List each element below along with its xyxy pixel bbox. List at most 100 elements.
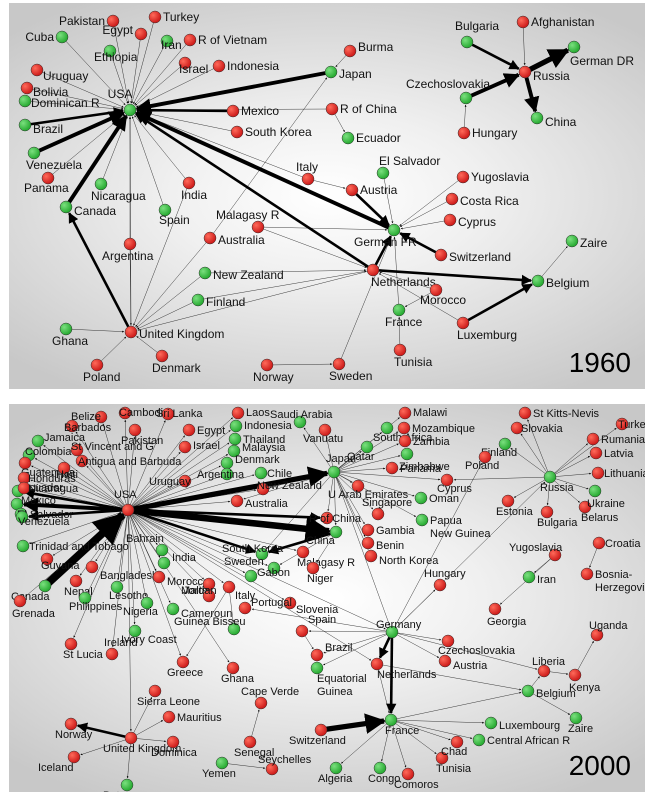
edge-Pakistan-USA (112, 20, 130, 104)
node-Greece: Greece (167, 655, 203, 679)
edge-GermanFR-USA (134, 111, 395, 232)
node-label: Ireland (104, 637, 138, 649)
edge-USA-Cambodia (124, 419, 129, 511)
node-label: Tunisia (394, 355, 433, 369)
node-label: Liberia (532, 656, 566, 668)
node-Georgia: Georgia (487, 602, 527, 628)
node-label: Bahrain (126, 533, 164, 545)
node-label: Australia (218, 233, 265, 247)
node-MalagasyR: Malagasy R (216, 208, 280, 234)
edge-USA-Pakistan (127, 436, 136, 511)
edge-Netherlands-Belgium (372, 268, 533, 286)
edge-Japan-Oman (333, 471, 415, 497)
node-Australia: Australia (230, 494, 289, 510)
edge-USA-Philippines (87, 509, 129, 592)
node-label: Philippines (69, 601, 123, 613)
node-Benin: Benin (361, 536, 404, 552)
node-GermanFR: German FR (354, 223, 417, 249)
green-node-marker (228, 432, 242, 446)
node-Liberia: Liberia (532, 656, 566, 678)
edge-Germany-Russia (391, 481, 546, 633)
node-label: R of Vietnam (198, 33, 267, 47)
node-Poland: Poland (465, 450, 499, 472)
node-ElSalvador: El Salvador (376, 154, 440, 180)
node-Cambodia: Cambodia (118, 406, 170, 420)
red-node-marker (371, 507, 385, 521)
edge-Germany-Spain (308, 630, 393, 633)
edge-Spain-USA (131, 116, 166, 211)
red-node-marker (478, 450, 492, 464)
node-NewZealand: New Zealand (256, 480, 322, 496)
node-Japan: Japan (326, 453, 356, 479)
node-RVietnam: R of Vietnam (183, 33, 267, 47)
green-node-marker (588, 484, 602, 498)
node-label: Dominica (151, 747, 198, 759)
edge-Belgium-Zaire (527, 690, 571, 715)
edge-Germany-Brazil (323, 631, 393, 654)
edge-USA-Japan (127, 466, 330, 513)
node-label: Cambodia (119, 407, 170, 419)
red-node-marker (148, 10, 162, 24)
green-node-marker (472, 733, 486, 747)
node-Kenya: Kenya (568, 668, 601, 694)
node-Spain: Spain (295, 614, 336, 638)
node-label: Canada (74, 204, 116, 218)
edge-Ghana-UnitedKingdom (65, 328, 125, 333)
node-label: German DR (570, 54, 634, 68)
node-Zaire: Zaire (565, 234, 608, 250)
node-Ireland: Ireland (104, 637, 138, 661)
red-node-marker (94, 410, 108, 424)
node-label: Luxembourg (499, 720, 560, 732)
red-node-marker (592, 536, 606, 550)
node-label: Austria (453, 660, 488, 672)
green-node-marker (392, 303, 406, 317)
edge-USA-Belize (102, 423, 129, 511)
node-label: Israel (193, 440, 220, 452)
node-label: Indonesia (227, 59, 279, 73)
red-node-marker (516, 15, 530, 29)
edge-Japan-China (333, 471, 337, 526)
node-label: Germany (376, 619, 422, 631)
node-Latvia: Latvia (589, 446, 634, 460)
node-SierraLeone: Sierra Leone (137, 684, 200, 708)
green-node-marker (360, 440, 374, 454)
node-Sweden: Sweden (329, 357, 372, 383)
node-Cyprus: Cyprus (437, 473, 472, 495)
red-node-marker (590, 628, 604, 642)
node-label: Zaire (568, 723, 593, 735)
green-node-marker (103, 44, 117, 58)
node-France: France (385, 303, 423, 329)
node-label: Comoros (394, 779, 439, 791)
node-label: Malawi (413, 407, 447, 419)
edges (24, 16, 570, 366)
edge-Russia-Cyprus (453, 476, 551, 481)
red-node-marker (296, 545, 310, 559)
node-label: Nicaragua (28, 483, 79, 495)
node-Indonesia: Indonesia (229, 419, 293, 433)
green-node-marker (244, 569, 258, 583)
red-node-marker (540, 505, 554, 519)
green-node-marker (55, 30, 69, 44)
node-label: Thailand (243, 434, 285, 446)
node-Morocco: Morocco (420, 283, 466, 307)
edge-USA-Egypt (127, 435, 185, 511)
node-Luxemburg: Luxemburg (456, 316, 517, 342)
node-label: R of China (340, 102, 397, 116)
edge-France-Luxembourg (390, 719, 485, 724)
edge-USA-Argentina (127, 476, 221, 511)
node-label: Russia (540, 482, 575, 494)
node-label: Zimbabwe (399, 461, 450, 473)
edge-Japan-RChina (327, 471, 335, 512)
red-node-marker (182, 176, 196, 190)
edge-Germany-Czechoslovakia (391, 631, 442, 641)
node-label: Barbados (64, 422, 112, 434)
node-label: Brazil (325, 642, 353, 654)
edge-USA-Ecuador (23, 488, 129, 512)
node-label: Morocco (167, 576, 209, 588)
red-node-marker (445, 192, 459, 206)
node-Turkey: Turkey (615, 417, 645, 431)
edge-Russia-Belarus (549, 476, 580, 503)
node-Italy: Italy (296, 160, 318, 186)
node-label: R of China (309, 513, 362, 525)
